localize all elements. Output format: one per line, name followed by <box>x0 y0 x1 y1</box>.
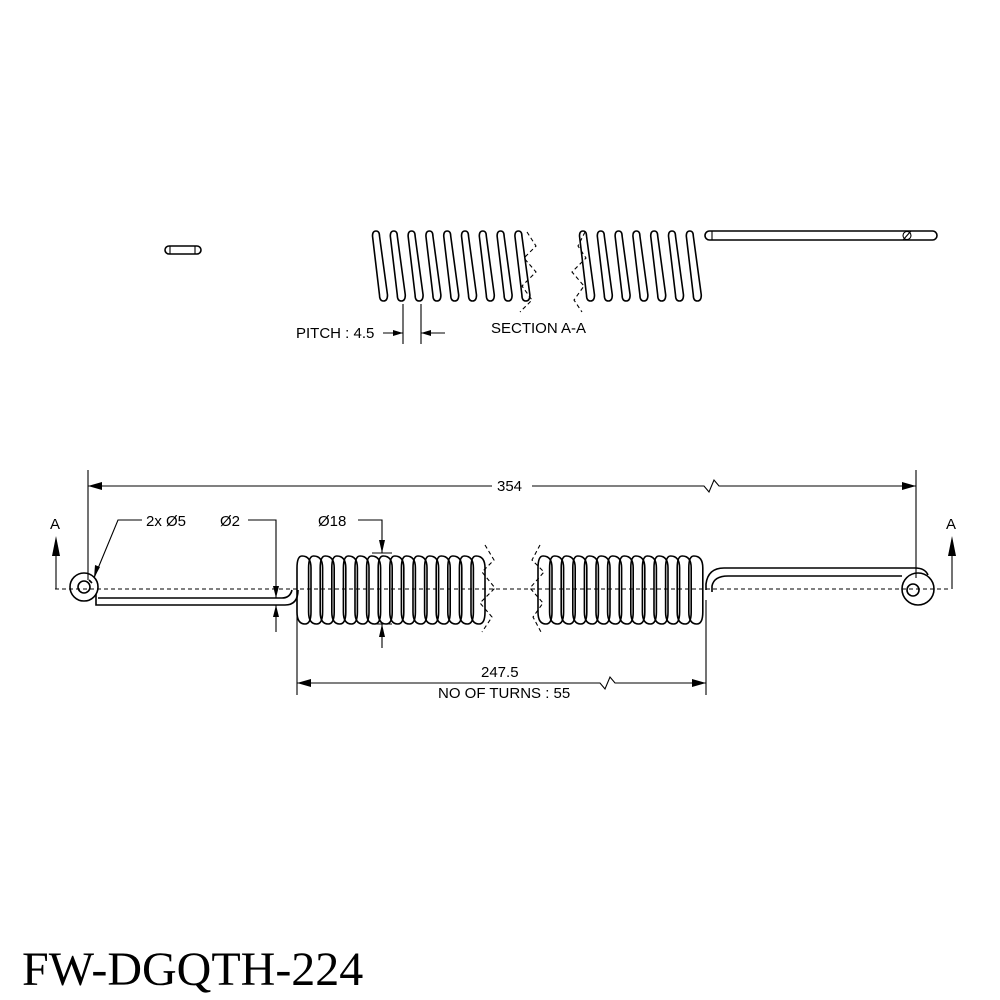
main-coil <box>664 555 681 625</box>
section-coil <box>614 230 631 302</box>
eye-diameter-label: 2x Ø5 <box>146 513 186 530</box>
body-length-label: 247.5 <box>481 664 519 681</box>
section-coil <box>632 230 649 302</box>
section-coils-right <box>578 230 703 302</box>
main-coil <box>307 555 324 625</box>
section-coil <box>514 230 531 302</box>
part-number: FW-DGQTH-224 <box>22 943 363 996</box>
section-view: PITCH : 4.5 SECTION A-A <box>164 230 938 344</box>
main-coil <box>641 555 658 625</box>
section-coil <box>442 230 460 302</box>
pitch-dimension: PITCH : 4.5 <box>296 304 445 344</box>
pitch-label: PITCH : 4.5 <box>296 325 374 342</box>
main-break-left <box>479 544 496 633</box>
section-coil <box>685 230 703 302</box>
main-coil <box>458 555 475 625</box>
section-coil <box>478 230 496 302</box>
section-coil <box>667 230 685 302</box>
coil-diameter-label: Ø18 <box>318 513 346 530</box>
main-coil <box>331 555 347 625</box>
section-arm <box>704 230 938 241</box>
main-coil <box>412 555 428 625</box>
main-coil <box>548 555 565 625</box>
main-coil <box>676 555 692 625</box>
main-coil <box>606 555 623 625</box>
main-coil <box>354 555 370 625</box>
wire-section-small <box>164 245 202 255</box>
main-coil <box>630 555 646 625</box>
main-coil <box>595 555 611 625</box>
wire-diameter-label: Ø2 <box>220 513 240 530</box>
eye-diameter-callout: 2x Ø5 <box>93 513 186 579</box>
section-coils-left <box>371 230 531 302</box>
section-break-right <box>571 231 587 313</box>
section-mark-right: A <box>946 516 956 533</box>
main-coils-right <box>537 555 704 625</box>
section-coil <box>578 230 596 302</box>
overall-length-dimension: 354 <box>87 470 917 580</box>
main-coil <box>319 555 335 625</box>
main-coil <box>296 555 312 625</box>
section-coil <box>389 230 407 302</box>
section-coil <box>425 230 442 302</box>
section-coil <box>407 230 424 302</box>
section-marker-right: A <box>946 516 956 589</box>
section-coil <box>460 230 478 302</box>
main-coil <box>572 555 588 625</box>
main-coil <box>400 555 417 625</box>
main-break-right <box>529 544 545 633</box>
right-hook <box>705 567 935 606</box>
main-coil <box>447 555 463 625</box>
main-coil <box>389 555 405 625</box>
main-coil <box>470 555 486 625</box>
turns-label: NO OF TURNS : 55 <box>438 685 570 702</box>
body-length-dimension: 247.5 NO OF TURNS : 55 <box>296 600 707 702</box>
main-coil <box>342 555 359 625</box>
coil-diameter-callout: Ø18 <box>318 513 392 648</box>
main-coil <box>653 555 669 625</box>
main-view: A A 354 <box>50 470 956 702</box>
section-coil <box>371 230 389 302</box>
main-coils-left <box>296 555 486 625</box>
main-coil <box>583 555 600 625</box>
section-coil <box>496 230 513 302</box>
main-coil <box>560 555 576 625</box>
main-coil <box>618 555 634 625</box>
wire-diameter-callout: Ø2 <box>220 513 279 632</box>
main-coil <box>688 555 704 625</box>
section-break-left <box>519 231 537 313</box>
section-mark-left: A <box>50 516 60 533</box>
main-coil <box>537 555 553 625</box>
main-coil <box>423 555 440 625</box>
section-coil <box>649 230 667 302</box>
overall-length-label: 354 <box>497 478 522 495</box>
section-coil <box>596 230 614 302</box>
section-title: SECTION A-A <box>491 320 586 337</box>
main-coil <box>435 555 451 625</box>
section-marker-left: A <box>50 516 60 589</box>
